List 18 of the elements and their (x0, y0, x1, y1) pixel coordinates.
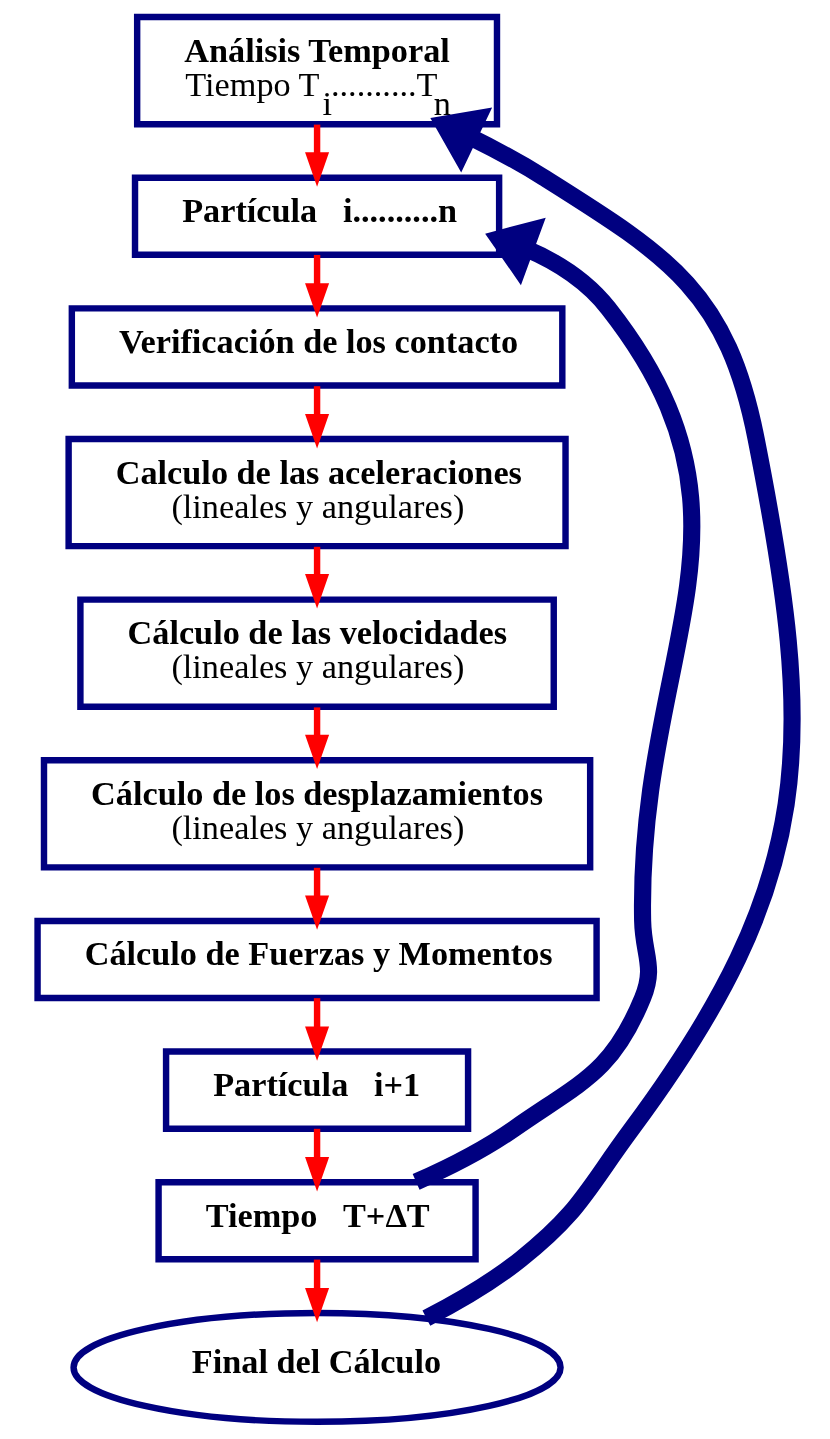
arrow (305, 1128, 330, 1192)
arrow (305, 1259, 330, 1323)
node-box: Cálculo de los desplazamientos (lineales y angulares) (40, 757, 594, 871)
node-box: Cálculo de Fuerzas y Momentos (34, 917, 600, 1002)
node-box: Calculo de las aceleraciones (lineales y angulares) (65, 435, 569, 550)
arrow (305, 546, 330, 609)
node-box: Partícula i+1 (162, 1048, 472, 1132)
arrow (422, 107, 801, 1326)
node-box: Partícula i..........n (131, 174, 503, 259)
arrow (305, 707, 330, 770)
node-box: Verificación de los contacto (68, 305, 566, 389)
arrow (305, 867, 330, 930)
arrow (412, 217, 700, 1190)
node-box: Tiempo T+ΔT (155, 1179, 479, 1263)
node-box: Cálculo de las velocidades (lineales y angulares) (77, 596, 557, 710)
arrow (305, 254, 330, 318)
node-ellipse: Final del Cálculo (70, 1309, 564, 1426)
arrow (305, 124, 330, 187)
